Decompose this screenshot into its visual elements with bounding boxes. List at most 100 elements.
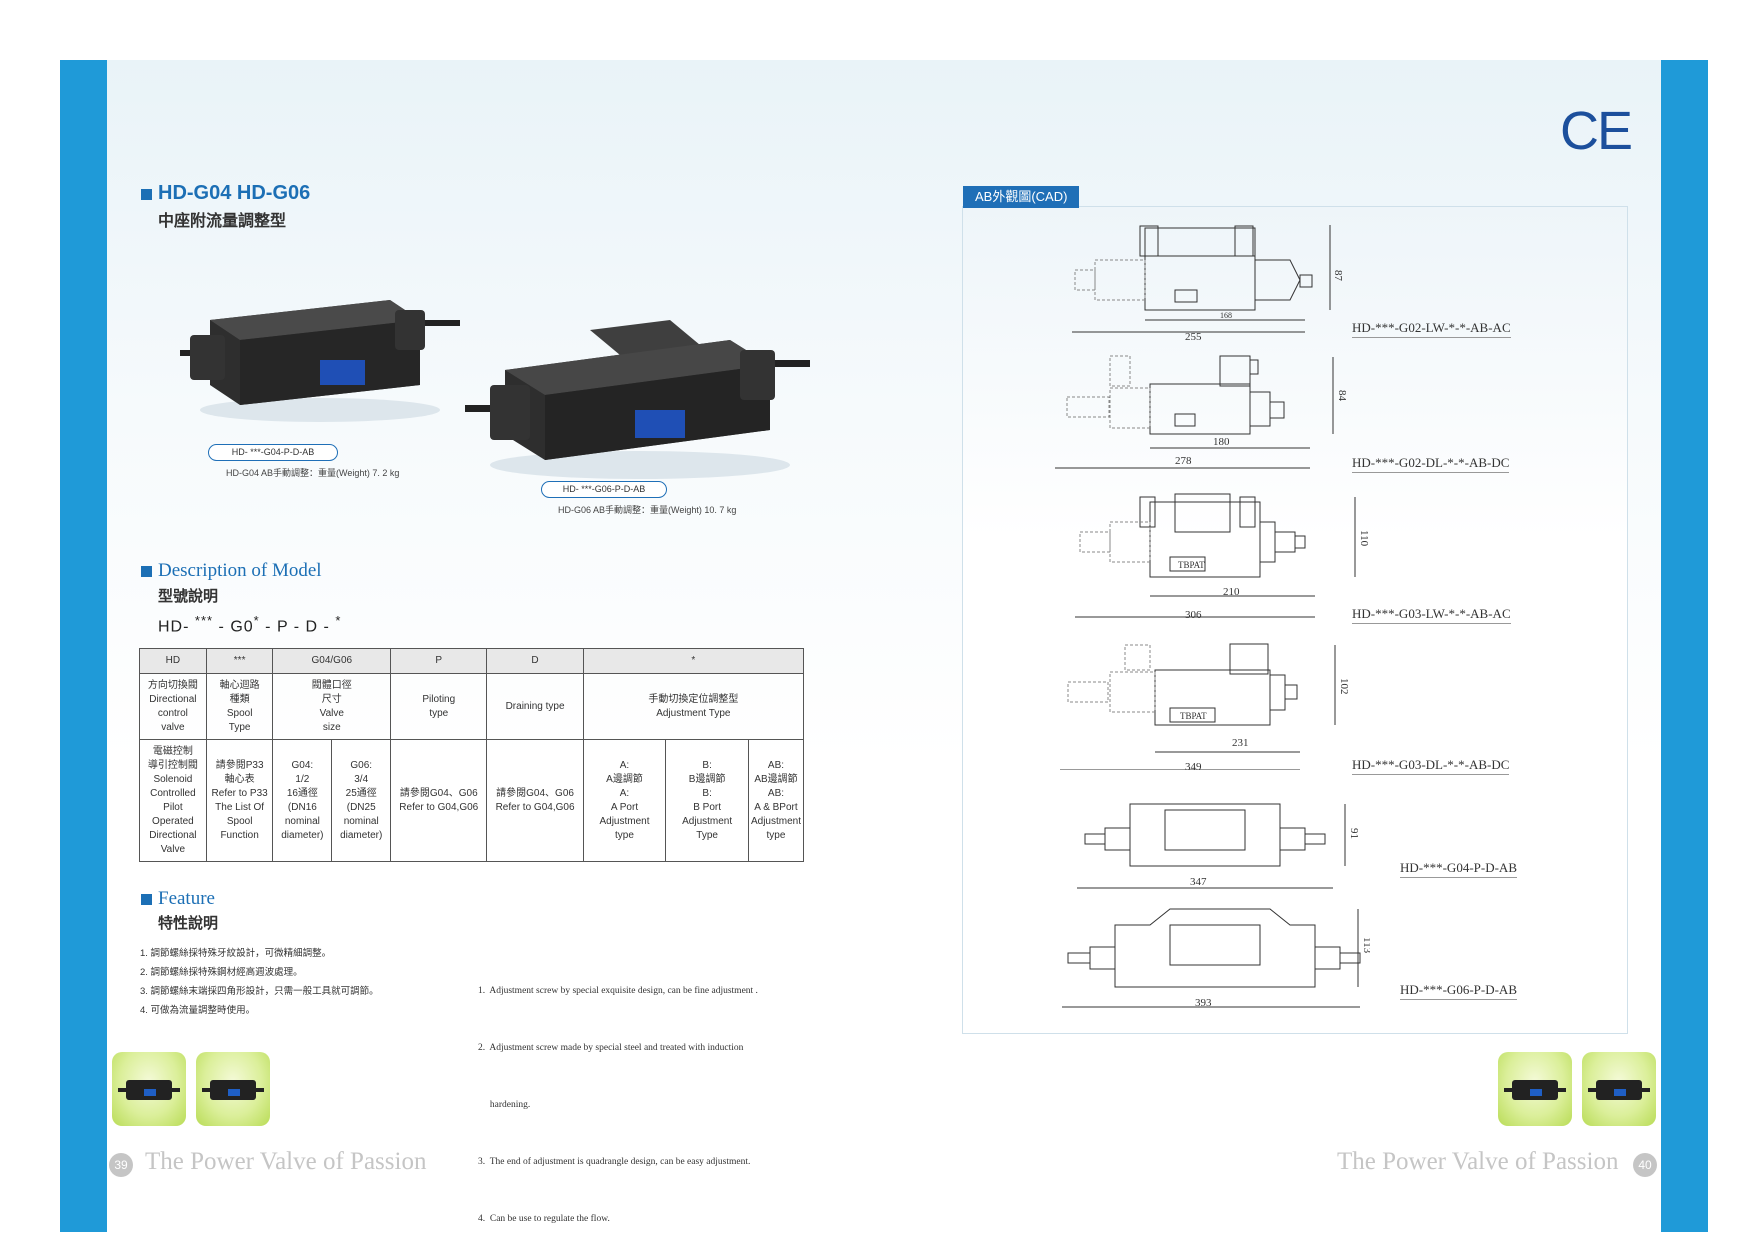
feature-item: 3. The end of adjustment is quadrangle d… — [478, 1157, 751, 1167]
dim-width: 278 — [1175, 455, 1192, 467]
product-pill-g04: HD- ***-G04-P-D-AB — [208, 444, 338, 461]
dim-width: 349 — [1185, 761, 1202, 770]
dim-width: 347 — [1190, 876, 1207, 888]
dim-height: 110 — [1358, 530, 1370, 547]
table-header: *** — [205, 648, 274, 674]
cad-label-6: HD-***-G06-P-D-AB — [1400, 982, 1517, 1000]
table-header: P — [390, 648, 488, 674]
bullet-square-icon — [141, 566, 152, 578]
feature-item: 2. Adjustment screw made by special stee… — [478, 1043, 744, 1053]
right-blue-band — [1661, 60, 1708, 1232]
dim-width: 393 — [1195, 997, 1212, 1009]
footer-slogan-left: The Power Valve of Passion — [145, 1148, 427, 1175]
dim-width: 306 — [1185, 609, 1202, 621]
cad-drawing-3: TBPAT 306 210 110 — [1075, 493, 1370, 621]
feature-subtitle: 特性說明 — [158, 915, 219, 932]
dim-length: 231 — [1232, 737, 1249, 749]
code-star-sup: * — [253, 613, 260, 628]
product-caption-g06: HD-G06 AB手動調整：重量(Weight) 10. 7 kg — [558, 505, 737, 515]
cad-tab: AB外觀圖(CAD) — [963, 186, 1080, 208]
dim-width: 255 — [1185, 331, 1202, 342]
feature-list-en: 1. Adjustment screw by special exquisite… — [478, 944, 758, 1248]
cad-drawing-5: 347 91 — [1077, 803, 1360, 889]
cad-label-1: HD-***-G02-LW-*-*-AB-AC — [1352, 320, 1511, 338]
dim-length: 168 — [1220, 311, 1232, 320]
feature-heading: Feature — [141, 888, 215, 910]
dim-height: 87 — [1332, 270, 1344, 282]
cad-drawing-6: 393 113 — [1062, 908, 1370, 1009]
dim-height: 84 — [1336, 390, 1348, 402]
feature-item: 4. Can be use to regulate the flow. — [478, 1214, 610, 1224]
code-stars: *** — [194, 613, 214, 628]
thumbnail-valve — [196, 1052, 270, 1126]
thumbnail-valve — [1582, 1052, 1656, 1126]
valve-photo-g04 — [180, 300, 460, 422]
feature-title: Feature — [158, 888, 215, 909]
thumbnail-valve — [112, 1052, 186, 1126]
bullet-square-icon — [141, 189, 152, 201]
thumbnail-valve — [1498, 1052, 1572, 1126]
feature-item: 4. 可做為流量調整時使用。 — [140, 1005, 256, 1016]
table-cell: Draining type — [486, 673, 584, 740]
left-blue-band — [60, 60, 107, 1232]
cad-drawing-1: 255 168 87 — [1072, 225, 1344, 342]
model-title: HD-G04 HD-G06 — [158, 182, 311, 204]
code-rest: - P - D - — [265, 618, 330, 636]
feature-item: 1. Adjustment screw by special exquisite… — [478, 986, 758, 996]
cad-label-2: HD-***-G02-DL-*-*-AB-DC — [1352, 455, 1510, 473]
dim-height: 102 — [1338, 678, 1350, 695]
description-heading: Description of Model — [141, 560, 322, 582]
cad-tag: TBPAT — [1180, 711, 1207, 721]
footer-slogan-right: The Power Valve of Passion — [1337, 1148, 1619, 1175]
feature-item: 3. 調節螺絲末端採四角形設計，只需一般工具就可調節。 — [140, 986, 379, 997]
dim-length: 180 — [1213, 436, 1230, 448]
code-dash: - — [218, 618, 225, 636]
bullet-square-icon — [141, 894, 152, 906]
cad-label-4: HD-***-G03-DL-*-*-AB-DC — [1352, 757, 1510, 775]
table-header: D — [486, 648, 584, 674]
table-header: * — [582, 648, 805, 674]
product-pill-g06: HD- ***-G06-P-D-AB — [541, 481, 667, 498]
feature-item: 1. 調節螺絲採特殊牙紋設計，可微精細調整。 — [140, 948, 332, 959]
ce-mark: CE — [1560, 101, 1633, 161]
code-g0: G0 — [230, 618, 254, 636]
page-number-left: 39 — [109, 1153, 133, 1177]
feature-item: 2. 調節螺絲採特殊鋼材經高週波處理。 — [140, 967, 303, 978]
feature-list-zh: 1. 調節螺絲採特殊牙紋設計，可微精細調整。 2. 調節螺絲採特殊鋼材經高週波處… — [140, 944, 379, 1020]
model-heading: HD-G04 HD-G06 — [141, 182, 310, 205]
product-caption-g04: HD-G04 AB手動調整：重量(Weight) 7. 2 kg — [226, 468, 400, 478]
code-end: * — [335, 613, 342, 628]
cad-panel — [962, 206, 1628, 1034]
dim-length: 210 — [1223, 586, 1240, 598]
feature-item: hardening. — [478, 1100, 531, 1110]
cad-label-5: HD-***-G04-P-D-AB — [1400, 860, 1517, 878]
cad-tag: TBPAT — [1178, 560, 1205, 570]
code-prefix: HD- — [158, 618, 190, 636]
model-code: HD- *** - G0* - P - D - * — [158, 613, 341, 636]
dim-height: 91 — [1348, 828, 1360, 839]
description-subtitle: 型號說明 — [158, 588, 219, 605]
table-header: G04/G06 — [272, 648, 392, 674]
valve-photo-g06 — [465, 320, 810, 479]
cad-label-3: HD-***-G03-LW-*-*-AB-AC — [1352, 606, 1511, 624]
description-title: Description of Model — [158, 560, 322, 581]
page-number-right: 40 — [1633, 1153, 1657, 1177]
cad-drawing-4: TBPAT 349 231 102 — [1060, 643, 1350, 770]
table-header: HD — [139, 648, 207, 674]
cad-drawing-2: 278 180 84 — [1055, 355, 1348, 469]
